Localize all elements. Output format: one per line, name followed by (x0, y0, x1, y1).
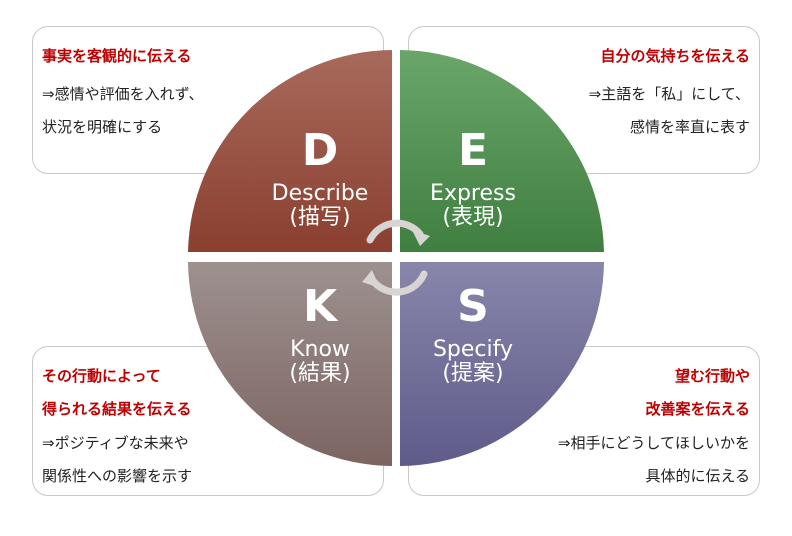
note-d-line-1: ⇒感情や評価を入れず、 (42, 85, 204, 103)
note-k-line-2: 関係性への影響を示す (42, 467, 193, 485)
quadrant-word: Know (290, 337, 350, 362)
quadrant-jp: (描写) (289, 205, 351, 230)
note-s-line-1: ⇒相手にどうしてほしいかを (557, 434, 750, 452)
quadrant-jp: (提案) (442, 361, 504, 386)
note-k-title-2: 得られる結果を伝える (42, 400, 192, 418)
quadrant-word: Express (430, 181, 516, 206)
quadrant-d-label: D Describe (描写) (245, 128, 395, 230)
quadrant-jp: (表現) (442, 205, 504, 230)
quadrant-letter: K (302, 281, 338, 332)
quadrant-k (188, 262, 392, 466)
quadrant-jp: (結果) (289, 361, 351, 386)
quadrant-k-label: K Know (結果) (245, 284, 395, 386)
quadrant-e (400, 50, 604, 252)
note-s-line-2: 具体的に伝える (645, 467, 750, 485)
note-d-title: 事実を客観的に伝える (42, 47, 192, 65)
quadrant-e-label: E Express (表現) (398, 128, 548, 230)
quadrant-word: Specify (432, 337, 514, 362)
note-k-line-1: ⇒ポジティブな未来や (42, 434, 189, 452)
quadrant-d (188, 50, 392, 252)
note-k-title-1: その行動によって (42, 367, 161, 385)
note-d-line-2: 状況を明確にする (42, 118, 163, 136)
quadrant-s-label: S Specify (提案) (398, 284, 548, 386)
note-e-line-2: 感情を率直に表す (629, 118, 750, 136)
quadrant-letter: D (301, 125, 339, 176)
quadrant-word: Describe (271, 181, 369, 206)
arrow-head-icon (362, 270, 380, 288)
quadrant-letter: S (457, 281, 489, 332)
note-e-line-1: ⇒主語を「私」にして、 (588, 85, 750, 103)
quadrant-s (400, 262, 604, 466)
arrow-head-icon (412, 230, 430, 246)
quadrant-letter: E (457, 125, 489, 176)
note-e-title: 自分の気持ちを伝える (600, 47, 750, 65)
note-s-title-1: 望む行動や (674, 367, 750, 385)
note-s-title-2: 改善案を伝える (645, 400, 750, 418)
